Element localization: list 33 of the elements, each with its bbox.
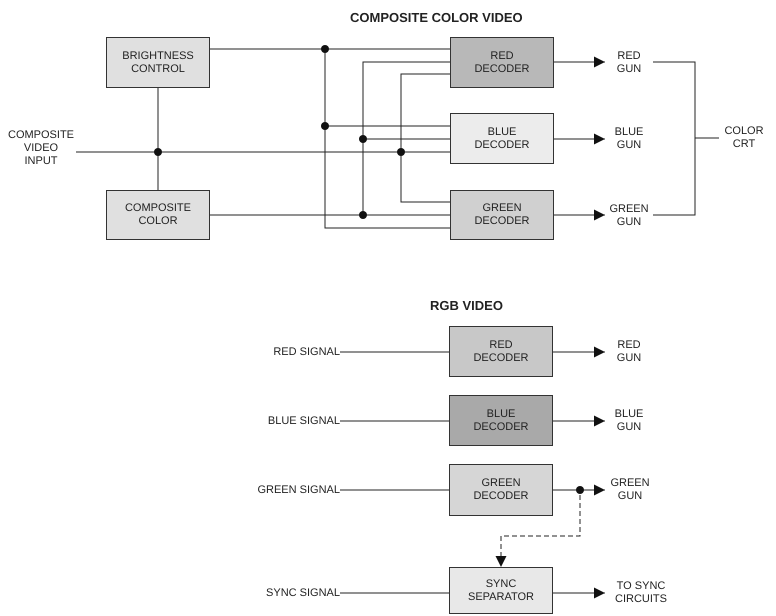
signal-label: BLUE GUN [605,407,653,435]
signal-label: BLUE SIGNAL [226,414,340,428]
connector-line [340,420,450,422]
process-box: BLUE DECODER [450,113,554,164]
signal-label: TO SYNC CIRCUITS [605,579,677,607]
signal-label: COMPOSITE VIDEO INPUT [6,126,76,170]
process-box: SYNC SEPARATOR [449,567,553,614]
signal-label: GREEN GUN [605,476,655,504]
process-box: RED DECODER [449,326,553,377]
signal-label: RED SIGNAL [236,345,340,359]
process-box: GREEN DECODER [450,190,554,240]
signal-label: RED GUN [605,49,653,77]
process-box: RED DECODER [450,37,554,88]
section-heading: RGB VIDEO [430,298,503,313]
arrow [552,588,606,598]
arrow [554,56,606,68]
process-box: BLUE DECODER [449,395,553,446]
connector-line [652,138,720,216]
arrow [554,210,606,220]
signal-label: GREEN GUN [605,202,653,230]
diagram-title: COMPOSITE COLOR VIDEO [350,10,523,25]
arrow [554,134,606,144]
arrow [552,346,606,358]
arrow [552,416,606,426]
signal-label: BLUE GUN [605,125,653,153]
process-box: COMPOSITE COLOR [106,190,210,240]
signal-label: COLOR CRT [719,124,769,152]
signal-label: SYNC SIGNAL [226,586,340,600]
process-box: BRIGHTNESS CONTROL [106,37,210,88]
process-box: GREEN DECODER [449,464,553,516]
connector-line [340,592,450,594]
signal-label: GREEN SIGNAL [216,483,340,497]
signal-label: RED GUN [605,338,653,366]
